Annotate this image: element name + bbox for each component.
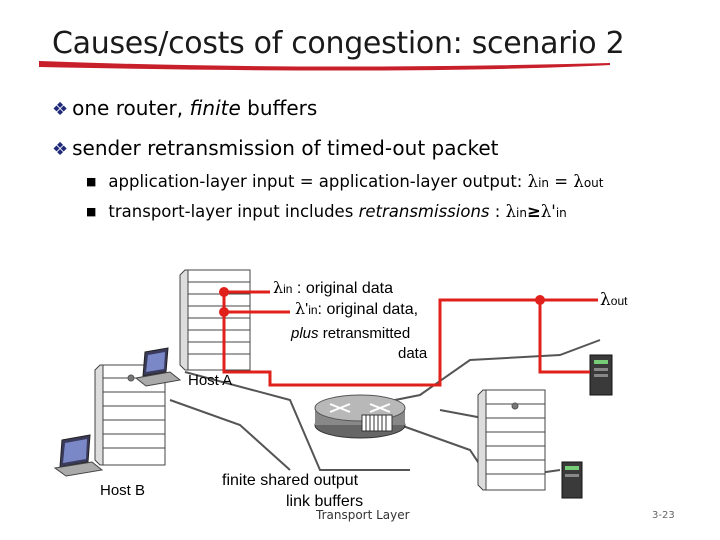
router-caption-line2: link buffers — [286, 493, 364, 510]
legend-lambda-prime-in: λ'in: original data, — [295, 299, 419, 318]
sub-bullet-transport-layer: ■transport-layer input includes retransm… — [86, 202, 567, 221]
lambda-in-dot — [219, 287, 229, 297]
receiver-buffer — [477, 389, 546, 491]
bullet-retransmission: ❖sender retransmission of timed-out pack… — [52, 136, 499, 160]
diamond-bullet-icon: ❖ — [52, 139, 69, 160]
legend-plus-retransmitted: plus retransmitted — [291, 325, 411, 342]
host-a-buffer — [179, 269, 251, 371]
lambda-prime-in-dot — [219, 307, 229, 317]
square-bullet-icon: ■ — [86, 205, 97, 218]
flow-paths — [222, 290, 590, 387]
host-b-label: Host B — [100, 482, 146, 499]
legend-data: data — [398, 345, 428, 362]
lambda-out-label: λout — [600, 290, 628, 310]
slide-title: Causes/costs of congestion: scenario 2 — [52, 26, 625, 61]
legend-lambda-in: λin : original data — [273, 278, 393, 297]
host-a-label: Host A — [188, 372, 233, 389]
router-icon — [314, 394, 406, 439]
server-icon-top — [589, 354, 613, 396]
sub-bullet-app-layer: ■application-layer input = application-l… — [86, 172, 604, 191]
footer-page-number: 3-23 — [652, 510, 675, 521]
server-icon-bottom — [561, 461, 583, 499]
laptop-icon-b — [53, 434, 104, 477]
router-caption-line1: finite shared output — [222, 472, 359, 489]
footer-center: Transport Layer — [316, 508, 410, 522]
bullet-one-router: ❖one router, finite buffers — [52, 96, 318, 120]
diamond-bullet-icon: ❖ — [52, 99, 69, 120]
host-b-buffer — [94, 364, 166, 466]
title-underline — [39, 60, 611, 71]
laptop-icon-a — [134, 347, 182, 387]
square-bullet-icon: ■ — [86, 175, 97, 188]
